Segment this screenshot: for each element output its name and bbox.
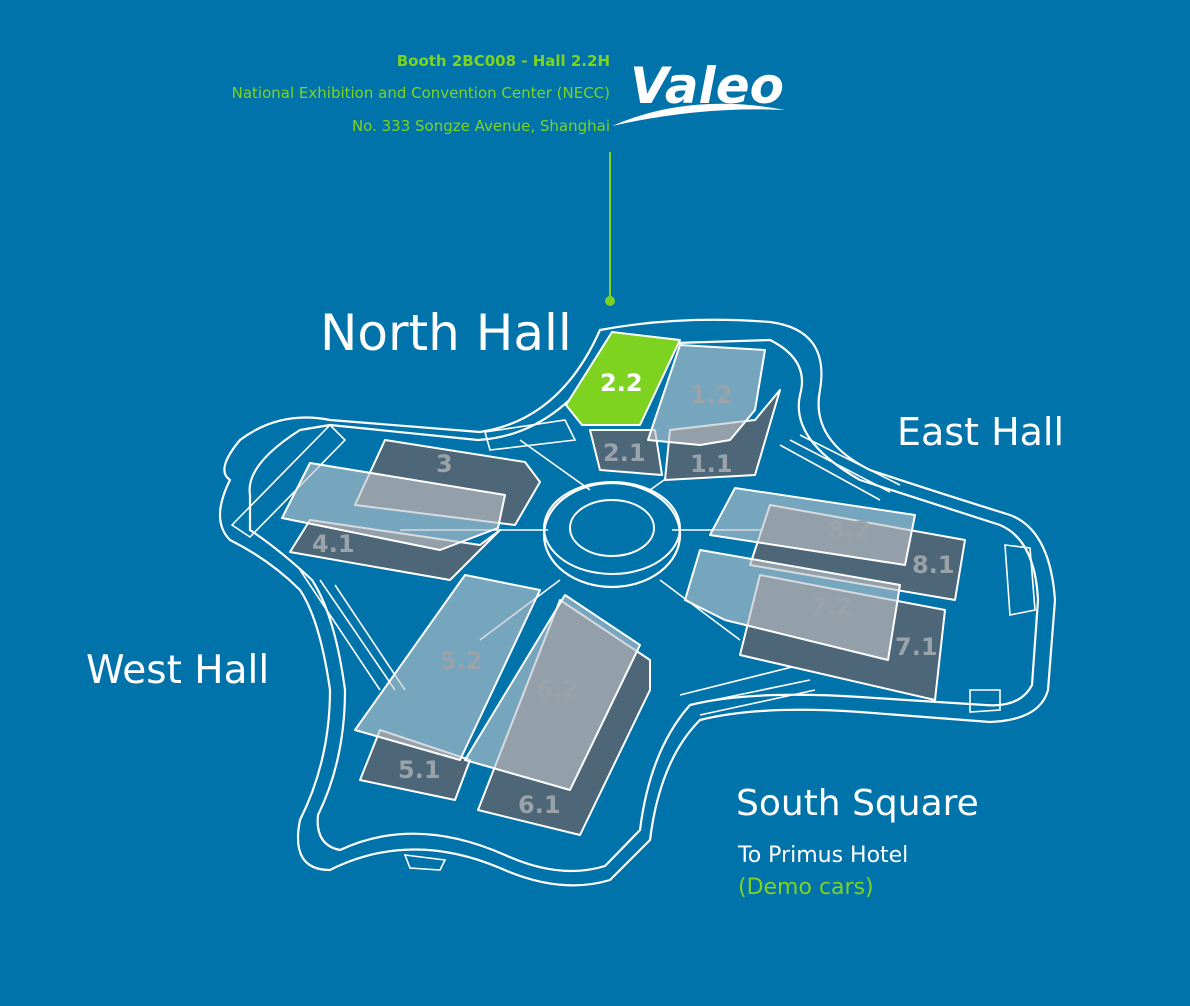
hall-label-6-2: 6.2 <box>536 676 579 704</box>
booth-info: Booth 2BC008 - Hall 2.2H <box>396 52 610 70</box>
venue-address: No. 333 Songze Avenue, Shanghai <box>351 117 610 135</box>
hall-label-1-2: 1.2 <box>690 381 733 409</box>
south-square-label: South Square <box>736 783 979 824</box>
hall-label-5-1: 5.1 <box>398 756 441 784</box>
valeo-logo: Valeo <box>612 57 785 126</box>
hall-1-2 <box>647 344 766 446</box>
hall-label-5-2: 5.2 <box>440 647 483 675</box>
south-hall-buildings: 5.1 5.2 6.1 6.2 <box>354 574 651 836</box>
hall-label-1-1: 1.1 <box>690 450 733 478</box>
hall-label-8-2: 8.2 <box>828 516 871 544</box>
north-hall-buildings: 2.1 1.1 1.2 2.2 <box>565 331 781 481</box>
logo-swoosh <box>612 103 785 126</box>
hall-label-7-1: 7.1 <box>895 633 938 661</box>
venue-name: National Exhibition and Convention Cente… <box>231 84 610 102</box>
east-hall-buildings: 8.1 8.2 7.1 7.2 <box>684 487 966 701</box>
hall-label-8-1: 8.1 <box>912 551 955 579</box>
hall-label-6-1: 6.1 <box>518 791 561 819</box>
hall-8-2 <box>709 487 916 566</box>
central-plaza <box>542 481 682 589</box>
hall-label-7-2: 7.2 <box>810 593 853 621</box>
hall-label-4-1: 4.1 <box>312 530 355 558</box>
west-hall-label: West Hall <box>86 648 270 693</box>
east-hall-label: East Hall <box>897 410 1065 454</box>
hall-2-2-highlighted <box>565 331 681 426</box>
north-hall-label: North Hall <box>320 304 572 362</box>
hall-2-1 <box>589 429 663 476</box>
demo-cars-note: (Demo cars) <box>738 875 874 900</box>
hall-label-2-2: 2.2 <box>600 369 643 397</box>
hall-6-2 <box>464 594 641 791</box>
west-hall-buildings: 3 4.1 <box>281 439 541 581</box>
hall-3-4-upper <box>281 462 506 551</box>
booth-pointer <box>605 152 615 306</box>
hotel-direction: To Primus Hotel <box>738 843 909 868</box>
hall-label-3: 3 <box>436 450 453 478</box>
hall-label-2-1: 2.1 <box>603 439 646 467</box>
hall-5-2 <box>354 574 541 761</box>
hall-7-2 <box>684 549 901 661</box>
